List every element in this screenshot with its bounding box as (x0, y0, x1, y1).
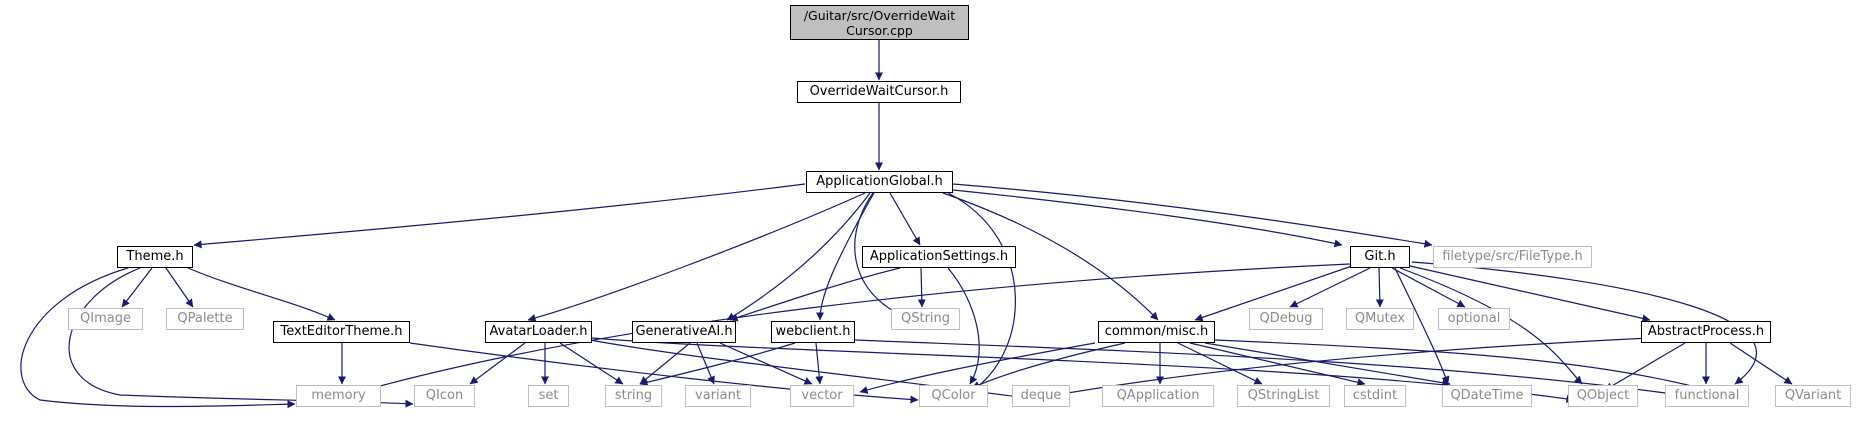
edge (947, 267, 980, 385)
node-generativeai-h[interactable]: GenerativeAI.h (632, 321, 736, 343)
node-functional: functional (1665, 385, 1749, 407)
node-texteditortheme-h[interactable]: TextEditorTheme.h (273, 321, 410, 343)
edge (1177, 342, 1263, 385)
edge (942, 192, 1159, 321)
edge (193, 183, 806, 249)
edge (726, 192, 871, 321)
edge (1214, 339, 1716, 394)
edge (859, 342, 1096, 394)
node-cstdint: cstdint (1344, 385, 1406, 407)
node-overridewaitcursor-h[interactable]: OverrideWaitCursor.h (797, 81, 961, 103)
node-memory: memory (296, 385, 381, 407)
edge (329, 263, 1351, 402)
node-qmutex: QMutex (1346, 308, 1414, 330)
edge (1375, 267, 1384, 308)
edge (952, 189, 1343, 248)
node-common-misc-h[interactable]: common/misc.h (1098, 321, 1215, 343)
edge (696, 342, 715, 385)
edge (1204, 342, 1451, 387)
edge (1394, 267, 1450, 385)
node-git-h[interactable]: Git.h (1350, 246, 1410, 268)
node-vector: vector (790, 385, 854, 407)
edge (815, 342, 824, 385)
node-abstractprocess-h[interactable]: AbstractProcess.h (1641, 321, 1771, 343)
node-qcolor: QColor (919, 385, 988, 407)
edge (952, 183, 1433, 248)
node-qstring: QString (891, 308, 960, 330)
node-qdatetime: QDateTime (1442, 385, 1532, 407)
edge (1289, 267, 1371, 308)
node-qapplication: QApplication (1102, 385, 1214, 407)
edge (165, 267, 194, 308)
node-qimage: QImage (68, 308, 143, 330)
node-deque: deque (1012, 385, 1070, 407)
edge (854, 339, 1716, 403)
edge (719, 342, 813, 385)
node-qobject: QObject (1568, 385, 1638, 407)
node-string: string (605, 385, 662, 407)
edge (409, 342, 919, 404)
edge (121, 267, 153, 308)
node-qvariant: QVariant (1775, 385, 1851, 407)
edge (1409, 265, 1651, 323)
node-qpalette: QPalette (166, 308, 244, 330)
edge (971, 342, 1126, 389)
edge (729, 267, 901, 322)
edge (639, 342, 691, 385)
edge (1604, 342, 1686, 391)
node-qicon: QIcon (414, 385, 475, 407)
edge (1729, 342, 1793, 385)
node-filetype-h: filetype/src/FileType.h (1433, 246, 1592, 268)
edge (559, 342, 624, 385)
edge (1411, 261, 1758, 385)
edge (1391, 267, 1466, 308)
edge (527, 192, 866, 322)
node-variant: variant (685, 385, 751, 407)
edge (20, 267, 296, 409)
node-applicationglobal-h[interactable]: ApplicationGlobal.h (806, 171, 953, 193)
node-optional: optional (1438, 308, 1510, 330)
node-theme-h[interactable]: Theme.h (117, 246, 193, 268)
edge (889, 192, 921, 246)
node-applicationsettings-h[interactable]: ApplicationSettings.h (862, 246, 1016, 268)
node-set: set (528, 385, 569, 407)
edge (187, 267, 336, 321)
edge (1194, 265, 1353, 322)
edge (639, 342, 796, 387)
edge (1399, 267, 1583, 385)
node-avatarloader-h[interactable]: AvatarLoader.h (485, 321, 592, 343)
node-qdebug: QDebug (1249, 308, 1323, 330)
node-root-overridewaitcursor-cpp: /Guitar/src/OverrideWait Cursor.cpp (790, 5, 969, 40)
edge (947, 192, 1016, 396)
node-webclient-h[interactable]: webclient.h (771, 321, 855, 343)
edge (917, 267, 926, 308)
node-qstringlist: QStringList (1237, 385, 1330, 407)
edge (1189, 342, 1366, 387)
edge (469, 342, 526, 385)
edge (591, 337, 1575, 403)
